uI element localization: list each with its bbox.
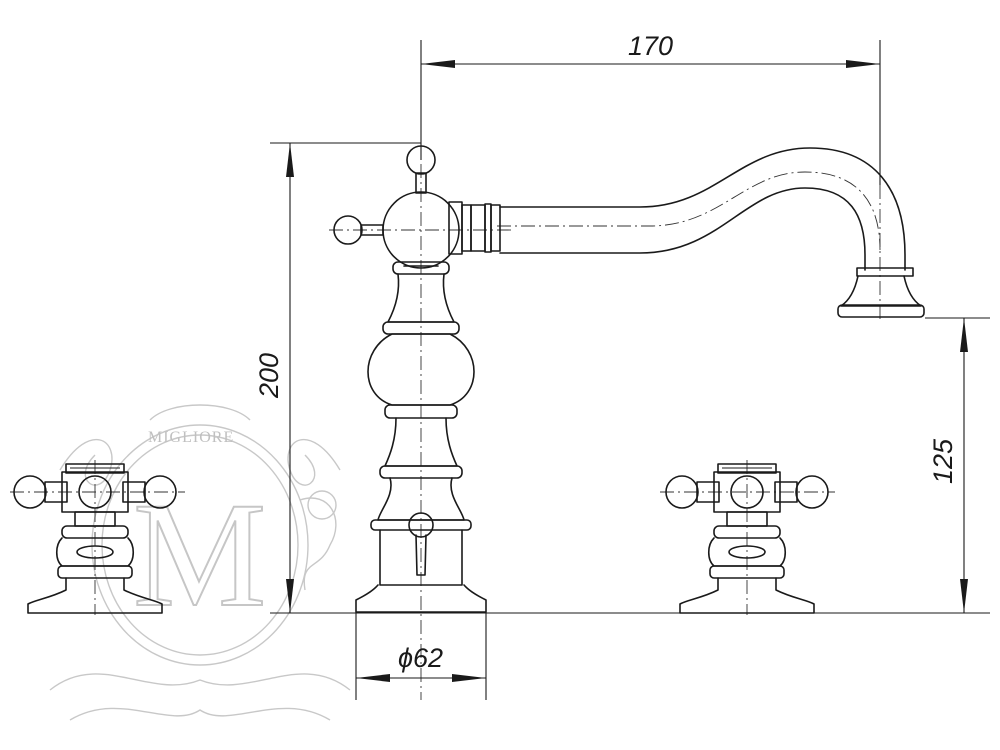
dimension-label-spout-height: 125 [928, 438, 958, 484]
dimension-base-diameter: ϕ62 [355, 613, 487, 700]
dimension-label-base-diameter: ϕ62 [398, 643, 443, 673]
dimension-height: 200 [254, 142, 421, 613]
watermark-brand: MIGLIORE [148, 429, 234, 446]
brand-watermark: M MIGLIORE [49, 404, 351, 721]
dimension-label-height: 200 [254, 353, 284, 399]
dimension-label-spout-reach: 170 [628, 31, 673, 61]
left-valve-handle [13, 463, 177, 614]
right-valve-handle [665, 463, 829, 614]
spout-body [333, 145, 925, 613]
dimension-spout-reach: 170 [420, 31, 881, 185]
dimension-spout-height: 125 [925, 317, 990, 613]
watermark-monogram: M [133, 472, 266, 638]
